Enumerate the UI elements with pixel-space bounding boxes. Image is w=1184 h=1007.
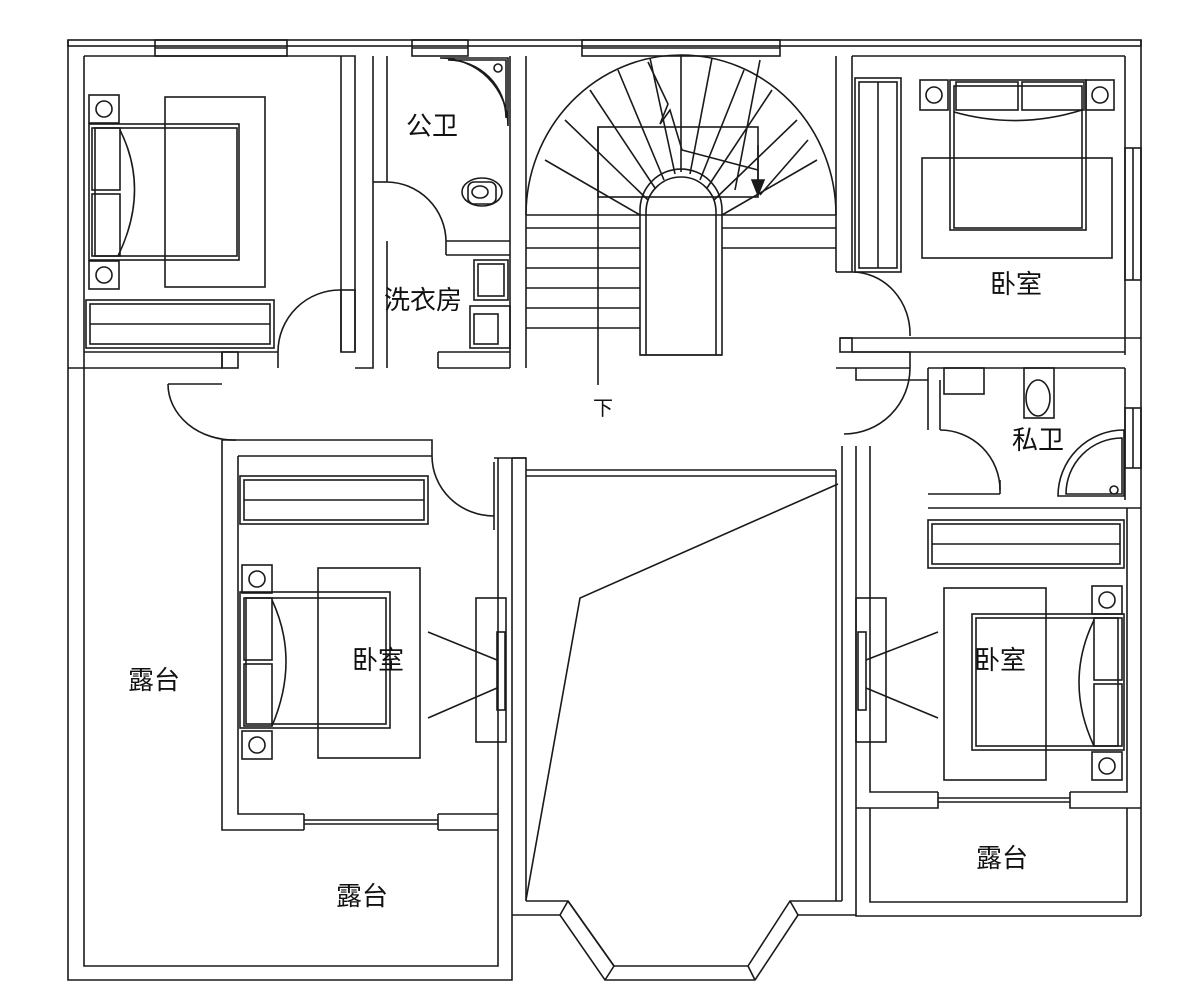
room-label-laundry: 洗衣房 [384,286,463,316]
stair-down-label: 下 [593,396,613,420]
spiral-stair [525,54,837,385]
north-windows [154,39,1142,469]
bedroom-se [855,446,1141,809]
room-label-public-bath: 公卫 [406,112,459,142]
private-bath [927,367,1141,509]
bedroom-ne [835,55,1141,353]
bedroom-nw [68,55,356,369]
bath-laundry [355,56,527,369]
room-label-bedroom-ne: 卧室 [990,270,1043,300]
bedroom-center [221,439,527,915]
room-label-bedroom-e: 卧室 [974,646,1027,676]
atrium-void [525,446,857,901]
room-label-terrace-w: 露台 [128,666,181,696]
room-label-terrace-se: 露台 [976,844,1029,874]
room-label-terrace-s: 露台 [336,882,389,912]
hall-doors [167,351,928,441]
outer-walls [67,39,1142,981]
room-label-private-bath: 私卫 [1012,426,1065,456]
room-label-bedroom-center: 卧室 [352,646,405,676]
